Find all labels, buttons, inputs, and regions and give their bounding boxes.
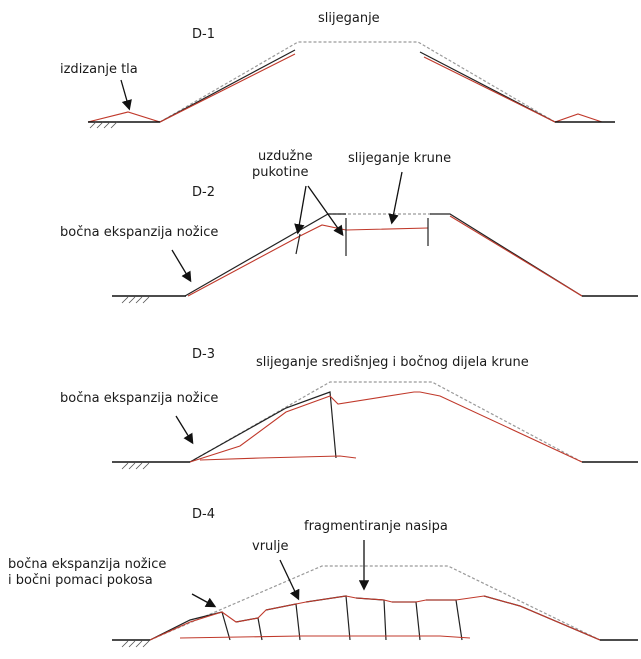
d2-toe-arrow bbox=[171, 249, 192, 283]
label-slijeganje: slijeganje bbox=[318, 11, 380, 26]
d4-base-red bbox=[179, 635, 471, 639]
d4-spring-arrow bbox=[279, 559, 300, 601]
d3-base-red bbox=[199, 455, 357, 461]
d2-crack-arrow-2 bbox=[307, 185, 344, 237]
stage-d3: D-3 slijeganje središnjeg i bočnog dijel… bbox=[60, 347, 638, 470]
stage-d3-label: D-3 bbox=[192, 347, 215, 362]
stage-d4-label: D-4 bbox=[192, 507, 215, 522]
label-bocna-ekspanzija-d2: bočna ekspanzija nožice bbox=[60, 225, 218, 240]
d4-ground-hatch bbox=[121, 640, 150, 648]
d3-toe-arrow bbox=[175, 415, 194, 445]
d2-deformed-right bbox=[449, 215, 583, 297]
d1-original-profile bbox=[159, 41, 556, 123]
label-slijeganje-sredisnjeg: slijeganje središnjeg i bočnog dijela kr… bbox=[256, 355, 529, 370]
stage-d2: D-2 uzdužne pukotine slijeganje krune bo… bbox=[60, 149, 638, 304]
label-uzduzne-pukotine: uzdužne pukotine bbox=[252, 149, 317, 180]
label-bocna-ekspanzija-d4: bočna ekspanzija nožice i bočni pomaci p… bbox=[8, 557, 171, 588]
label-slijeganje-krune: slijeganje krune bbox=[348, 151, 451, 166]
d2-crack-arrow-1 bbox=[294, 185, 307, 235]
d3-block-outline bbox=[189, 391, 337, 463]
d1-ground-hatch bbox=[89, 121, 118, 129]
d4-original-profile bbox=[149, 565, 601, 641]
d4-deformed-profile bbox=[149, 595, 601, 641]
d2-deformed-profile bbox=[187, 224, 429, 297]
label-vrulje: vrulje bbox=[252, 539, 289, 554]
d4-fragment-blocks bbox=[149, 595, 601, 641]
d2-crack-left bbox=[295, 233, 301, 255]
stage-d1-label: D-1 bbox=[192, 27, 215, 42]
d2-right-slope bbox=[430, 213, 583, 297]
d1-deformed-profile-right bbox=[423, 56, 603, 123]
label-bocna-ekspanzija-d3: bočna ekspanzija nožice bbox=[60, 391, 218, 406]
d3-deformed-profile bbox=[189, 391, 583, 463]
stage-d1: D-1 slijeganje izdizanje tla bbox=[60, 11, 615, 129]
d2-ground-hatch bbox=[121, 296, 150, 304]
label-izdizanje-tla: izdizanje tla bbox=[60, 62, 138, 77]
stage-d4: D-4 fragmentiranje nasipa vrulje bočna e… bbox=[8, 507, 638, 648]
d1-left-slope bbox=[159, 49, 296, 123]
d1-deformed-profile-left bbox=[87, 53, 296, 123]
d2-settlement-arrow bbox=[388, 171, 403, 225]
stage-d2-label: D-2 bbox=[192, 185, 215, 200]
d3-ground-hatch bbox=[121, 462, 150, 470]
d3-original-profile bbox=[189, 381, 583, 463]
label-fragmentiranje: fragmentiranje nasipa bbox=[304, 519, 448, 534]
d1-uplift-arrow bbox=[120, 79, 132, 111]
d4-slope-arrow bbox=[191, 593, 217, 608]
